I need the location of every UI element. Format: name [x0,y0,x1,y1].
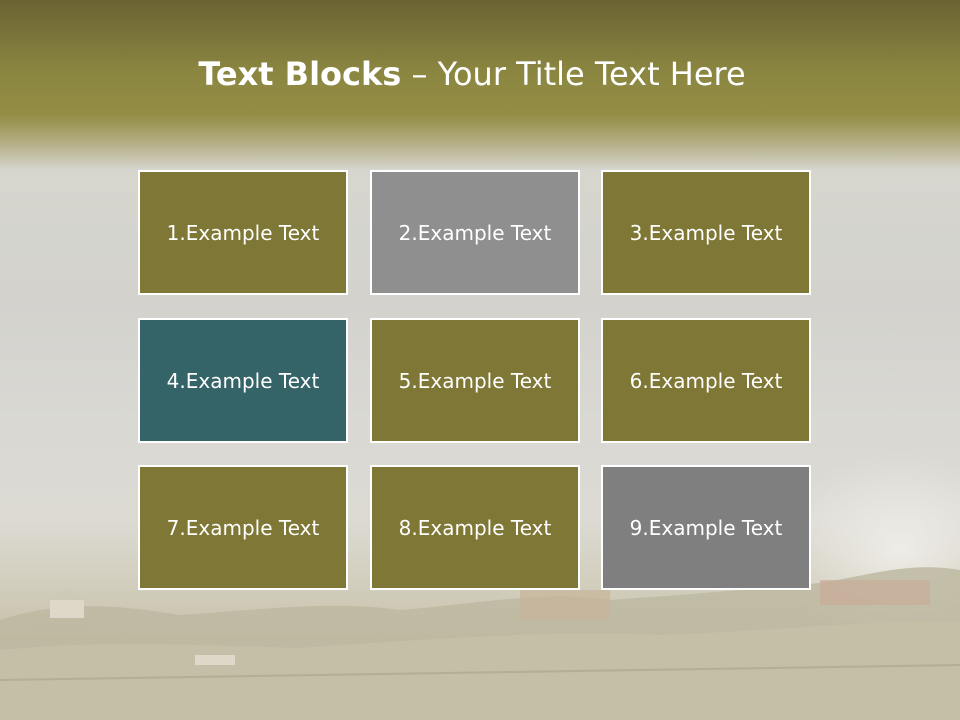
text-block-2: 2.Example Text [370,170,580,295]
text-block-6: 6.Example Text [601,318,811,443]
text-block-1: 1.Example Text [138,170,348,295]
text-block-label: 2.Example Text [398,220,552,245]
slide-title: Text Blocks – Your Title Text Here [0,54,944,94]
text-block-label: 7.Example Text [166,515,320,540]
text-block-label: 8.Example Text [398,515,552,540]
text-block-7: 7.Example Text [138,465,348,590]
text-block-9: 9.Example Text [601,465,811,590]
text-block-3: 3.Example Text [601,170,811,295]
text-block-label: 4.Example Text [166,368,320,393]
text-block-4: 4.Example Text [138,318,348,443]
background-landscape [0,567,960,720]
text-block-label: 5.Example Text [398,368,552,393]
text-blocks-grid: 1.Example Text 2.Example Text 3.Example … [138,170,816,594]
title-bold: Text Blocks [198,55,402,93]
text-block-label: 3.Example Text [629,220,783,245]
text-block-5: 5.Example Text [370,318,580,443]
title-rest: – Your Title Text Here [401,55,746,93]
text-block-label: 6.Example Text [629,368,783,393]
text-block-label: 1.Example Text [166,220,320,245]
text-block-label: 9.Example Text [629,515,783,540]
text-block-8: 8.Example Text [370,465,580,590]
